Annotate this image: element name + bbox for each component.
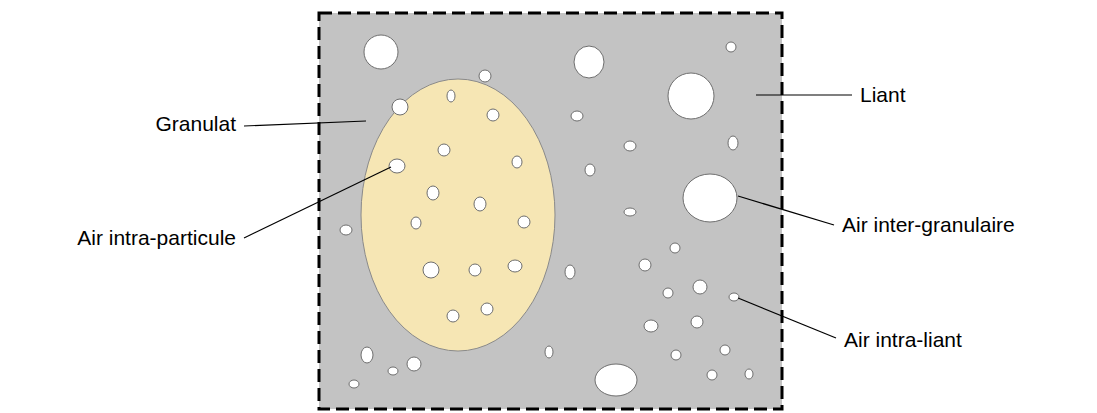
binder-matrix	[319, 13, 782, 409]
air-void	[447, 310, 459, 322]
air-void	[726, 42, 736, 52]
leader-line	[756, 94, 852, 95]
air-void	[595, 364, 637, 396]
air-void	[479, 70, 491, 82]
part-label: Liant	[860, 82, 906, 107]
air-void	[728, 136, 738, 150]
air-void	[639, 259, 651, 271]
air-void	[745, 369, 753, 379]
air-void	[447, 90, 455, 102]
part-label: Air inter-granulaire	[842, 212, 1015, 237]
air-void	[474, 197, 486, 211]
air-void	[411, 217, 421, 229]
part-label: Air intra-particule	[77, 225, 236, 250]
air-void	[644, 320, 658, 332]
air-void	[624, 141, 636, 151]
air-void	[389, 159, 405, 173]
air-void	[729, 293, 739, 301]
air-void	[720, 345, 730, 355]
leader-line	[738, 196, 834, 225]
air-voids	[340, 35, 753, 396]
air-void	[663, 288, 673, 298]
part-label: Air intra-liant	[844, 327, 962, 352]
air-void	[574, 46, 604, 78]
air-void	[691, 316, 703, 328]
air-void	[392, 99, 408, 115]
leader-line	[244, 167, 391, 238]
air-void	[624, 208, 636, 216]
air-void	[438, 144, 450, 156]
air-void	[364, 35, 398, 69]
dashed-boundary	[319, 13, 782, 409]
air-void	[481, 303, 493, 315]
air-void	[508, 260, 522, 272]
air-void	[518, 216, 530, 228]
air-void	[487, 109, 499, 121]
air-void	[349, 380, 359, 388]
air-void	[407, 357, 421, 371]
air-void	[545, 346, 553, 358]
air-void	[670, 243, 680, 253]
part-label: Granulat	[155, 111, 236, 136]
air-void	[668, 73, 714, 119]
air-void	[585, 164, 595, 176]
leader-line	[738, 298, 836, 338]
air-void	[671, 350, 681, 360]
air-void	[565, 265, 575, 279]
air-void	[512, 156, 522, 168]
air-void	[707, 370, 717, 380]
air-void	[361, 347, 373, 363]
air-void	[340, 225, 352, 235]
air-void	[423, 262, 439, 278]
air-void	[693, 280, 707, 294]
aggregate-particle	[361, 79, 555, 351]
leader-lines	[244, 95, 852, 338]
air-void	[571, 111, 583, 121]
leader-line	[244, 121, 366, 126]
air-void	[683, 174, 737, 222]
air-void	[469, 264, 481, 276]
air-void	[427, 186, 439, 200]
air-void	[388, 367, 398, 375]
